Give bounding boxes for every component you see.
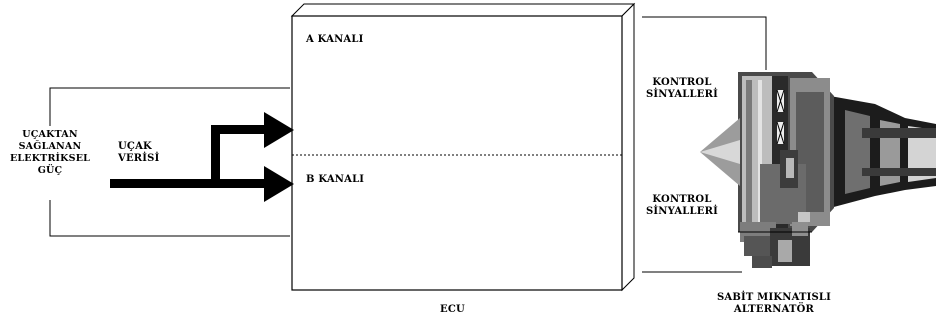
control-signals-bottom-label: KONTROL SİNYALLERİ <box>646 194 718 218</box>
control-signals-top-label: KONTROL SİNYALLERİ <box>646 77 718 101</box>
channel-a-label: A KANALI <box>306 34 364 45</box>
aircraft-power-label: UÇAKTAN SAĞLANAN ELEKTRİKSEL GÜÇ <box>4 129 96 177</box>
control-signals-top-line2: SİNYALLERİ <box>646 89 718 100</box>
aircraft-power-line3: ELEKTRİKSEL <box>9 153 91 164</box>
power-wiring <box>49 87 290 237</box>
aircraft-power-line2: SAĞLANAN <box>18 141 82 152</box>
turbofan-engine-icon <box>700 72 936 268</box>
channel-b-label: B KANALI <box>306 174 365 185</box>
alternator-line2: ALTERNATÖR <box>733 304 815 315</box>
control-signal-wiring <box>642 16 767 273</box>
aircraft-power-line1: UÇAKTAN <box>22 129 78 140</box>
control-signals-bottom-line1: KONTROL <box>652 194 712 205</box>
alternator-line1: SABİT MIKNATISLI <box>716 292 832 303</box>
control-signals-top-line1: KONTROL <box>652 77 712 88</box>
aircraft-data-arrows <box>110 112 294 202</box>
aircraft-power-line4: GÜÇ <box>37 165 63 176</box>
aircraft-data-line2: VERİSİ <box>118 153 160 164</box>
aircraft-data-label: UÇAK VERİSİ <box>118 141 159 165</box>
control-signals-bottom-line2: SİNYALLERİ <box>646 206 718 217</box>
aircraft-data-line1: UÇAK <box>118 141 152 152</box>
ecu-label: ECU <box>440 304 465 315</box>
ecu-box <box>290 2 636 292</box>
alternator-label: SABİT MIKNATISLI ALTERNATÖR <box>716 292 832 316</box>
